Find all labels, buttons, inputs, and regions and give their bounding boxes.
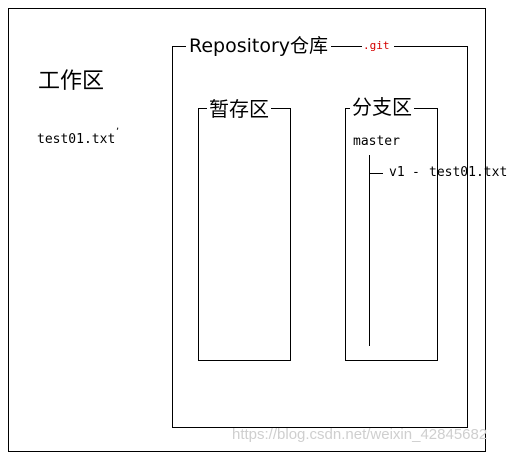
watermark: https://blog.csdn.net/weixin_42845682 [232,426,488,443]
stray-mark: , [116,121,120,132]
master-branch-line [369,155,370,346]
workspace-frame [8,8,486,452]
repository-title: Repository仓库 [186,37,332,56]
staging-frame [198,108,291,361]
commit-connector [369,173,383,174]
master-branch-label: master [353,134,400,149]
commit-version: v1 [389,165,405,180]
workspace-file: test01.txt [37,132,116,147]
commit-file: test01.txt [429,165,508,180]
commit-separator: - [412,165,420,180]
staging-title: 暂存区 [207,97,271,121]
git-tag: .git [362,40,394,51]
workspace-title: 工作区 [38,69,105,94]
branch-title: 分支区 [350,95,414,119]
